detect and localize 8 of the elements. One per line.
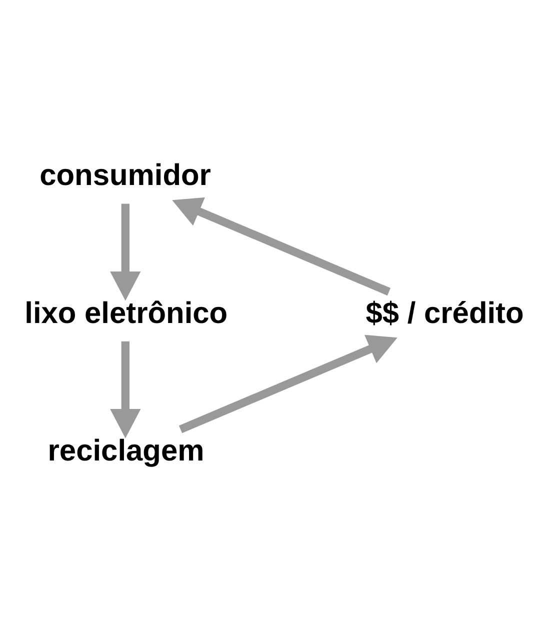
arrow (178, 334, 398, 433)
arrow (172, 196, 391, 296)
node-text: $$ / crédito (366, 296, 524, 330)
node-text: reciclagem (48, 434, 204, 467)
node-text: consumidor (40, 158, 211, 192)
arrow (110, 340, 141, 438)
arrow (110, 203, 141, 300)
node-text: lixo eletrônico (24, 296, 228, 330)
